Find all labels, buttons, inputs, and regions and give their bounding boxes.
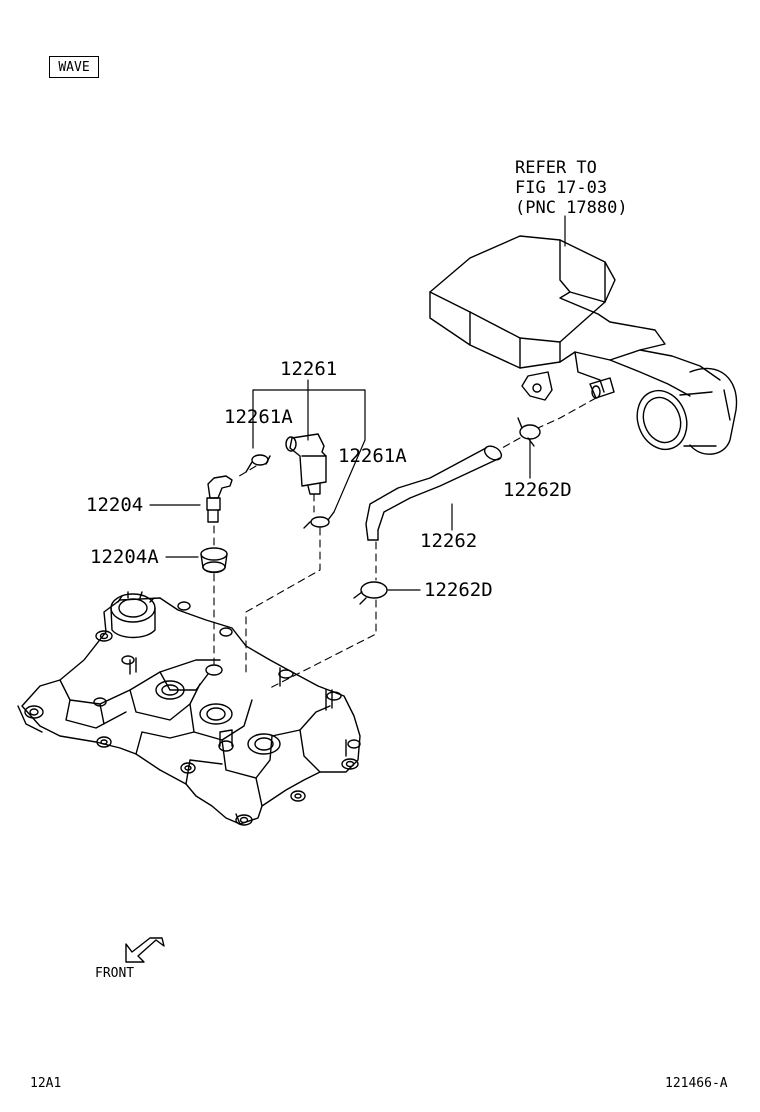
grommet-12204a <box>165 547 228 574</box>
callout-12261a-left: 12261A <box>224 406 293 428</box>
wave-tag-label: WAVE <box>58 59 90 75</box>
callout-12261a-right: 12261A <box>338 445 407 467</box>
reference-note: REFER TO FIG 17-03 (PNC 17880) <box>515 158 628 218</box>
assembly-lines <box>213 397 597 689</box>
wave-tag: WAVE <box>49 56 99 78</box>
clamp-12262d-bottom <box>353 581 421 605</box>
footer-left-code: 12A1 <box>30 1076 62 1091</box>
callout-12204: 12204 <box>86 494 144 516</box>
callout-12262d-bottom: 12262D <box>424 579 493 601</box>
footer-right-code: 121466-A <box>665 1076 728 1091</box>
union-12204 <box>149 475 233 523</box>
callout-12261: 12261 <box>280 358 338 380</box>
callout-12204a: 12204A <box>90 546 159 568</box>
clamp-12262d-top <box>517 417 541 479</box>
cylinder-head-cover <box>17 591 361 826</box>
air-cleaner-assembly <box>429 215 738 455</box>
callout-12262: 12262 <box>420 530 478 552</box>
front-arrow-icon <box>125 937 165 963</box>
pcv-valve-12261 <box>245 379 366 529</box>
callout-12262d-top: 12262D <box>503 479 572 501</box>
front-label: FRONT <box>95 966 135 981</box>
hose-12262 <box>365 445 503 541</box>
